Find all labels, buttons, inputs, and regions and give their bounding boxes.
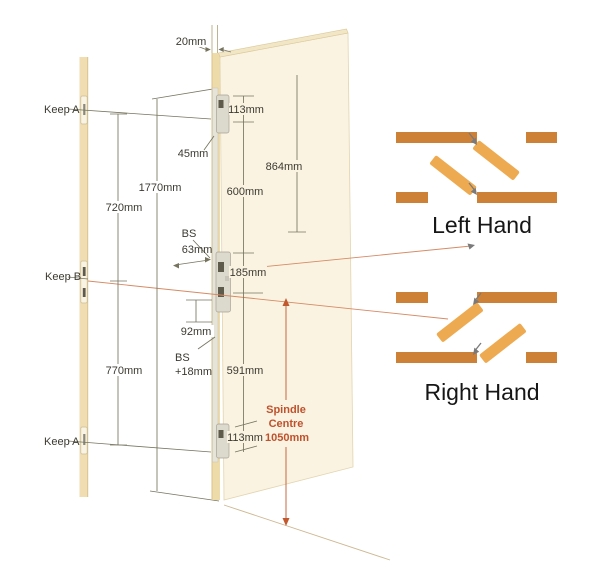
- keep-a-top-label: Keep A: [44, 104, 80, 116]
- keep-slot-bottom: [83, 434, 86, 445]
- door-leaf: [430, 155, 477, 195]
- dim-92-label: 92mm: [181, 326, 212, 338]
- top-hook-slot: [218, 100, 224, 108]
- spindle-arrow-up-icon: [282, 298, 290, 306]
- dim-770-label: 770mm: [106, 365, 143, 377]
- dim-864-label: 864mm: [266, 161, 303, 173]
- keep-a-top-line: [67, 108, 212, 120]
- centre-latch-slot: [218, 287, 224, 297]
- leader-45: [203, 135, 215, 151]
- dim-45-label: 45mm: [178, 148, 209, 160]
- dim-591-label: 591mm: [227, 365, 264, 377]
- dim-1770-label: 1770mm: [139, 182, 182, 194]
- keep-b-label: Keep B: [45, 271, 81, 283]
- dim-600-label: 600mm: [227, 186, 264, 198]
- dim-113-bottom-label: 113mm: [227, 432, 263, 444]
- bs-plus-label: BS: [175, 352, 190, 364]
- bs-plus-value: +18mm: [175, 366, 212, 378]
- wall-segment: [396, 352, 477, 363]
- bs18-leader-line: [197, 336, 216, 350]
- door-leaf: [436, 302, 483, 342]
- orange-lines: [87, 243, 475, 526]
- swing-arrow-icon: [473, 292, 482, 305]
- swing-arrow-icon: [468, 182, 477, 195]
- arrow-left-icon: [173, 263, 179, 269]
- arrow-left-icon: [218, 47, 224, 52]
- keep-b-line: [67, 276, 89, 280]
- centre-deadbolt-slot: [218, 262, 224, 272]
- wall-segment: [477, 292, 557, 303]
- bs-label: BS: [182, 228, 197, 240]
- wall-segment: [477, 192, 557, 203]
- dim-113-top-label: 113mm: [228, 104, 264, 116]
- bottom-hook-slot: [218, 430, 224, 438]
- door-top-bevel: [218, 28, 349, 58]
- spindle-hole: [225, 276, 229, 281]
- spindle-arrow-down-icon: [282, 518, 290, 526]
- dim-185-label: 185mm: [230, 267, 267, 279]
- frame-strip-edge: [87, 57, 89, 497]
- left-hand-label: Left Hand: [432, 212, 532, 238]
- dim-line-63: [174, 259, 210, 266]
- bottom-reference-line: [149, 490, 220, 502]
- multipoint-lock: [212, 87, 231, 463]
- label-backgrounds: [104, 35, 314, 445]
- dim-20mm-label: 20mm: [176, 36, 207, 48]
- tick: [234, 445, 258, 453]
- keep-slot-middle-1: [82, 267, 86, 276]
- centre-lock-case: [215, 251, 231, 313]
- right-hand-diagram: Right Hand: [396, 292, 557, 405]
- spindle-centre-label-2: Centre: [269, 418, 304, 430]
- wall-segment: [396, 192, 428, 203]
- door-leaf: [473, 140, 520, 180]
- keep-slot-middle-2: [82, 288, 86, 297]
- wall-segment: [526, 352, 557, 363]
- wall-segment: [396, 132, 477, 143]
- dim-63-label: 63mm: [182, 244, 213, 256]
- arrow-right-icon: [205, 257, 211, 263]
- frame-keep-strip: [79, 57, 89, 497]
- swing-arrow-icon: [468, 132, 477, 145]
- wall-segment: [526, 132, 557, 143]
- door-edge-shadow: [211, 53, 213, 500]
- tick: [234, 420, 258, 428]
- swing-arrow-icon: [473, 342, 482, 355]
- handle-level-line: [230, 245, 472, 271]
- door-leaf: [479, 323, 526, 363]
- handle-line-arrow-icon: [467, 243, 475, 250]
- dim-720-label: 720mm: [106, 202, 143, 214]
- keep-slot-top: [83, 104, 86, 115]
- spindle-centre-label-3: 1050mm: [265, 432, 309, 444]
- arrow-right-icon: [205, 47, 211, 52]
- right-hand-label: Right Hand: [424, 379, 539, 405]
- spindle-level-line: [87, 280, 449, 320]
- tail-20: [223, 49, 232, 53]
- dimension-labels: 20mm Keep A 113mm 45mm 1770mm 864mm 600m…: [44, 36, 309, 448]
- keep-a-bottom-line: [67, 440, 212, 453]
- wall-segment: [396, 292, 428, 303]
- floor-line: [223, 504, 391, 561]
- bs-leader-line: [192, 239, 211, 259]
- keep-a-bottom-label: Keep A: [44, 436, 80, 448]
- left-hand-diagram: Left Hand: [396, 132, 557, 238]
- spindle-centre-label-1: Spindle: [266, 404, 306, 416]
